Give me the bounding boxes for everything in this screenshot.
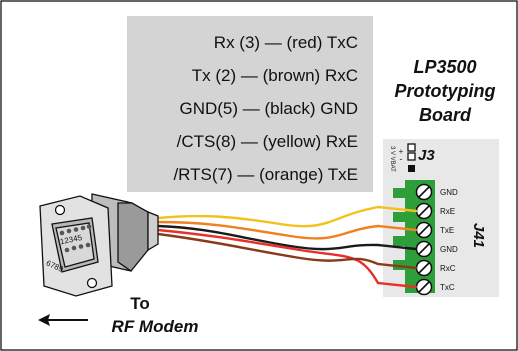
legend-line-gnd: GND(5) — (black) GND bbox=[179, 99, 358, 118]
screw-slot bbox=[417, 185, 431, 199]
db9-connector: 12345 6789 bbox=[39, 193, 159, 297]
j3-header: 3 V VBAT + - J3 bbox=[389, 143, 435, 172]
connector-pin-9 bbox=[85, 242, 91, 248]
j3-pin-3 bbox=[408, 165, 415, 172]
destination-label: To RF Modem bbox=[38, 294, 198, 336]
j41-terminal-block: GND RxE TxE GND RxC TxC J41 bbox=[393, 180, 487, 296]
terminal-label-gnd-3: GND bbox=[440, 245, 458, 254]
destination-arrow-icon bbox=[38, 314, 50, 326]
j3-pin-plus: + bbox=[399, 147, 404, 156]
connector-screw-hole-bottom bbox=[86, 277, 98, 289]
j3-pin-minus: - bbox=[400, 154, 403, 164]
board-title-line3: Board bbox=[419, 105, 472, 125]
connector-cable-boot bbox=[147, 211, 159, 252]
connector-pin-4 bbox=[80, 225, 86, 231]
connector-pin-field bbox=[55, 222, 95, 268]
connector-pin-3 bbox=[73, 227, 79, 232]
connector-pin-7 bbox=[71, 245, 77, 251]
connector-pin-2 bbox=[66, 228, 72, 234]
wire-0 bbox=[156, 205, 418, 228]
terminal-label-txe-2: TxE bbox=[440, 226, 454, 235]
board-title-line1: LP3500 bbox=[413, 57, 476, 77]
terminal-tab-4 bbox=[393, 260, 405, 270]
screw-slot bbox=[417, 242, 431, 256]
destination-rf-modem: RF Modem bbox=[112, 317, 199, 336]
wire-1 bbox=[156, 220, 418, 240]
terminal-label-rxc-4: RxC bbox=[440, 264, 456, 273]
legend-line-cts: /CTS(8) — (yellow) RxE bbox=[177, 132, 358, 151]
connector-pin-1 bbox=[59, 230, 65, 236]
j3-side-text: 3 V VBAT bbox=[389, 146, 395, 172]
j3-label: J3 bbox=[418, 147, 435, 164]
wiring-legend-panel bbox=[127, 16, 373, 192]
terminal-label-txc-5: TxC bbox=[440, 283, 455, 292]
screw-slot bbox=[417, 261, 431, 275]
terminal-label-gnd-0: GND bbox=[440, 188, 458, 197]
j41-label: J41 bbox=[470, 223, 487, 248]
terminal-tab-2 bbox=[393, 212, 405, 222]
terminal-screws bbox=[415, 183, 433, 296]
board-title-line2: Prototyping bbox=[395, 81, 496, 101]
wiring-legend: Rx (3) — (red) TxC Tx (2) — (brown) RxC … bbox=[173, 33, 358, 184]
connector-pins bbox=[59, 224, 92, 253]
terminal-tab-1 bbox=[393, 188, 405, 198]
screw-slot bbox=[417, 223, 431, 237]
j3-pin-2 bbox=[407, 152, 416, 161]
wire-2 bbox=[156, 224, 418, 251]
legend-line-rx: Rx (3) — (red) TxC bbox=[214, 33, 358, 52]
connector-pin-5 bbox=[86, 224, 92, 229]
wire-3 bbox=[156, 228, 418, 289]
screw-slot bbox=[417, 204, 431, 218]
screw-slot bbox=[417, 280, 431, 294]
terminal-labels: GND RxE TxE GND RxC TxC bbox=[440, 188, 458, 292]
connector-pin-6 bbox=[64, 247, 70, 253]
destination-to: To bbox=[130, 294, 150, 313]
connector-screw-hole-top bbox=[54, 204, 66, 216]
j3-pin-1 bbox=[407, 143, 416, 152]
legend-line-tx: Tx (2) — (brown) RxC bbox=[192, 66, 358, 85]
connector-pin-8 bbox=[78, 244, 84, 249]
wire-bundle bbox=[156, 205, 418, 289]
wire-4 bbox=[156, 232, 418, 270]
legend-line-rts: /RTS(7) — (orange) TxE bbox=[173, 165, 358, 184]
board-title: LP3500 Prototyping Board bbox=[395, 57, 496, 125]
terminal-label-rxe-1: RxE bbox=[440, 207, 455, 216]
terminal-tab-3 bbox=[393, 236, 405, 246]
